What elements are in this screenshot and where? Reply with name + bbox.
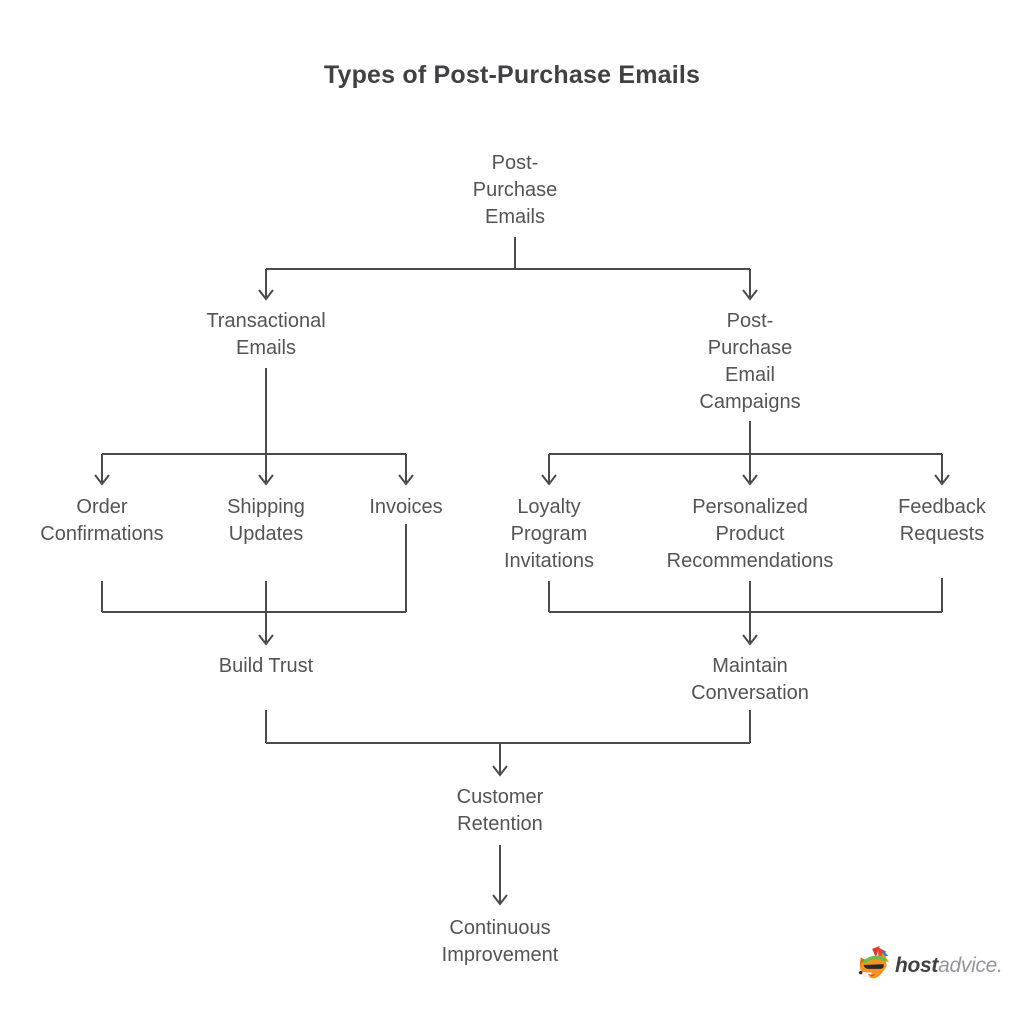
fox-mascot-icon <box>858 946 890 979</box>
node-loyalty-program-invitations: Loyalty Program Invitations <box>503 496 595 572</box>
logo-text-advice: advice. <box>938 954 1003 977</box>
node-continuous-improvement: Continuous Improvement <box>441 917 559 966</box>
page-title: Types of Post-Purchase Emails <box>323 61 701 89</box>
node-post-purchase-emails: Post- Purchase Emails <box>472 152 558 228</box>
node-build-trust: Build Trust <box>218 655 314 677</box>
arrowhead-chevrons <box>94 289 950 906</box>
node-maintain-conversation: Maintain Conversation <box>691 655 809 704</box>
node-post-purchase-email-campaigns: Post- Purchase Email Campaigns <box>699 310 801 413</box>
hostadvice-logo: hostadvice. <box>855 946 1003 986</box>
node-personalized-product-recommendations: Personalized Product Recommendations <box>666 496 834 572</box>
node-invoices: Invoices <box>369 496 443 518</box>
logo-text-host: host <box>895 954 939 977</box>
node-order-confirmations: Order Confirmations <box>40 496 164 545</box>
node-transactional-emails: Transactional Emails <box>206 310 326 359</box>
node-shipping-updates: Shipping Updates <box>227 496 305 545</box>
connector-lines <box>101 237 943 902</box>
logo-wordmark: hostadvice. <box>895 946 1003 986</box>
node-customer-retention: Customer Retention <box>456 786 544 835</box>
node-feedback-requests: Feedback Requests <box>898 496 986 545</box>
